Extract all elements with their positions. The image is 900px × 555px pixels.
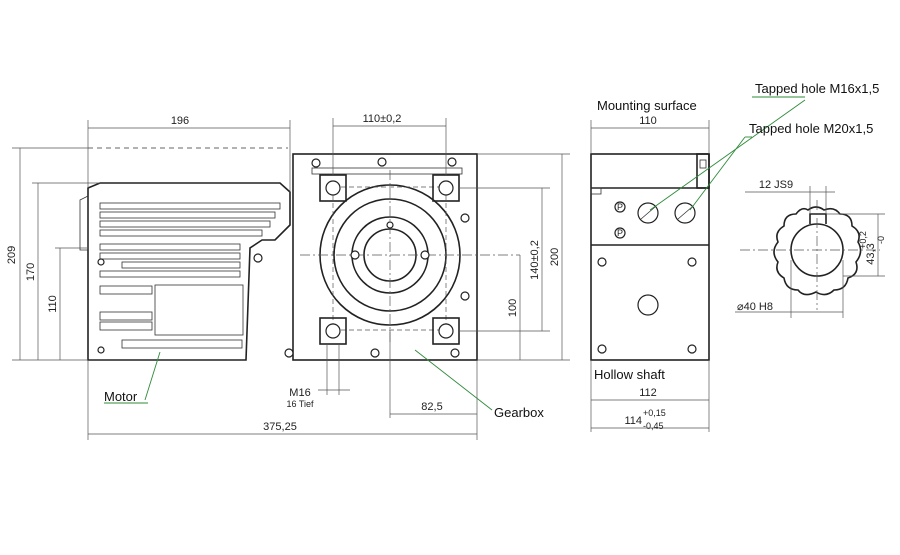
dim-key-width: 12 JS9 [759, 179, 793, 191]
dim-height-110: 110 [47, 295, 59, 313]
front-dimensions [12, 118, 570, 440]
side-dimensions [590, 120, 710, 432]
dim-overall-length: 375,25 [263, 421, 297, 433]
dim-key-height: 43,3 [865, 243, 877, 264]
dim-thread-m16: M16 [289, 387, 310, 399]
callout-mounting-surface: Mounting surface [597, 98, 697, 113]
callout-tapped-hole-m16: Tapped hole M16x1,5 [755, 81, 879, 96]
plug-label-a: P [617, 202, 623, 212]
dim-height-200: 200 [549, 248, 561, 266]
hollow-shaft-detail [735, 186, 885, 318]
callout-tapped-hole-m20: Tapped hole M20x1,5 [749, 121, 873, 136]
dim-bolt-spacing: 110±0,2 [363, 113, 402, 125]
dim-side-width-110: 110 [639, 115, 657, 127]
gearbox-body [284, 153, 520, 361]
dim-tol-plus: +0,15 [643, 408, 666, 418]
callout-hollow-shaft: Hollow shaft [594, 367, 665, 382]
side-view-body [590, 153, 710, 361]
plug-label-b: P [617, 228, 623, 238]
dim-overall-height: 209 [6, 246, 18, 264]
dim-offset-82-5: 82,5 [421, 401, 442, 413]
callout-motor: Motor [104, 389, 138, 404]
dim-side-width-114: 114 [624, 415, 642, 427]
motor-body [79, 147, 291, 361]
dim-key-tol-minus: -0 [876, 236, 886, 244]
dim-bore-diameter: ⌀40 H8 [737, 301, 773, 313]
leader-lines [104, 96, 806, 411]
dim-height-170: 170 [25, 263, 37, 281]
dim-bolt-vertical: 140±0,2 [529, 240, 541, 280]
dim-thread-depth: 16 Tief [286, 399, 314, 409]
dim-height-100: 100 [507, 299, 519, 317]
callout-gearbox: Gearbox [494, 405, 544, 420]
dim-key-tol-plus: +0,2 [858, 231, 868, 249]
dim-side-width-112: 112 [639, 387, 657, 399]
dim-tol-minus: -0,45 [643, 421, 664, 431]
dim-motor-length: 196 [171, 115, 189, 127]
